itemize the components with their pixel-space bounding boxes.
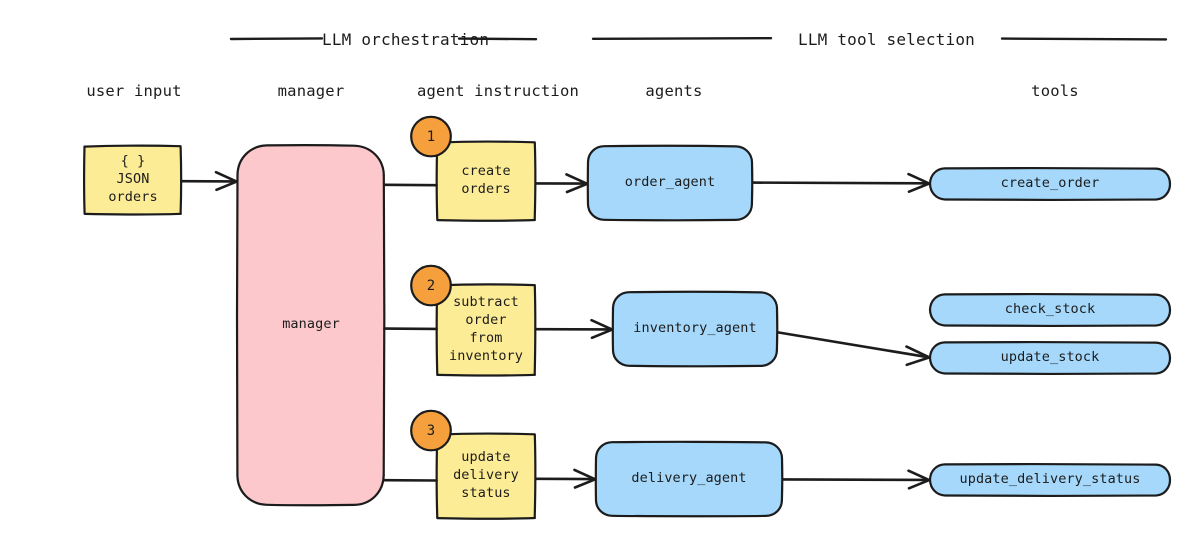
node-tool-update-stock-label: update_stock	[1000, 349, 1100, 366]
node-instruction-3-label: update delivery status	[453, 449, 519, 501]
band-rule-llm-orchestration	[229, 37, 538, 41]
connector-instruction-3-to-delivery-agent	[534, 468, 597, 489]
node-agent-inventory-label: inventory_agent	[633, 320, 757, 337]
node-instruction-3[interactable]	[435, 432, 537, 520]
node-tool-check-stock[interactable]	[928, 292, 1172, 328]
node-agent-delivery-label: delivery_agent	[631, 470, 747, 487]
node-agent-order[interactable]	[586, 144, 754, 222]
node-tool-create-order-label: create_order	[1000, 175, 1100, 192]
node-instruction-1-label: create orders	[461, 163, 511, 197]
connector-instruction-1-to-order-agent	[534, 173, 589, 194]
connector-input-to-manager	[180, 170, 238, 192]
node-agent-inventory[interactable]	[611, 290, 779, 368]
column-title-agent-instruction: agent instruction	[416, 82, 580, 100]
connector-order-agent-to-create-order	[751, 172, 931, 193]
node-tool-create-order[interactable]	[928, 166, 1172, 202]
badge-step-2-label: 2	[426, 277, 436, 294]
node-tool-check-stock-label: check_stock	[1004, 301, 1096, 318]
column-title-tools: tools	[1031, 82, 1079, 100]
connector-inventory-agent-to-update-stock	[776, 331, 931, 367]
badge-step-3-label: 3	[426, 422, 436, 439]
node-agent-delivery[interactable]	[594, 440, 784, 518]
band-title-llm-tool-selection: LLM tool selection	[798, 30, 975, 49]
badge-step-1-label: 1	[426, 128, 436, 145]
column-title-manager: manager	[277, 82, 345, 100]
column-title-agents: agents	[645, 82, 703, 100]
node-json-orders-label: { } JSON orders	[108, 153, 158, 205]
band-rule-llm-tool-selection	[591, 37, 1168, 41]
node-instruction-2-label: subtract order from inventory	[448, 294, 524, 364]
node-tool-update-delivery-status[interactable]	[928, 462, 1172, 498]
badge-step-1[interactable]	[410, 115, 452, 158]
connector-delivery-agent-to-update-delivery-status	[781, 469, 931, 490]
node-json-orders[interactable]	[83, 144, 183, 216]
node-instruction-1[interactable]	[435, 140, 537, 222]
column-title-user-input: user input	[86, 82, 182, 100]
node-agent-order-label: order_agent	[624, 174, 716, 191]
node-manager-label: manager	[282, 316, 340, 333]
node-tool-update-stock[interactable]	[928, 340, 1172, 376]
badge-step-2[interactable]	[410, 264, 452, 307]
badge-step-3[interactable]	[410, 409, 452, 452]
node-tool-update-delivery-status-label: update_delivery_status	[959, 471, 1141, 488]
connector-instruction-2-to-inventory-agent	[534, 318, 614, 340]
band-title-llm-orchestration: LLM orchestration	[322, 30, 490, 49]
